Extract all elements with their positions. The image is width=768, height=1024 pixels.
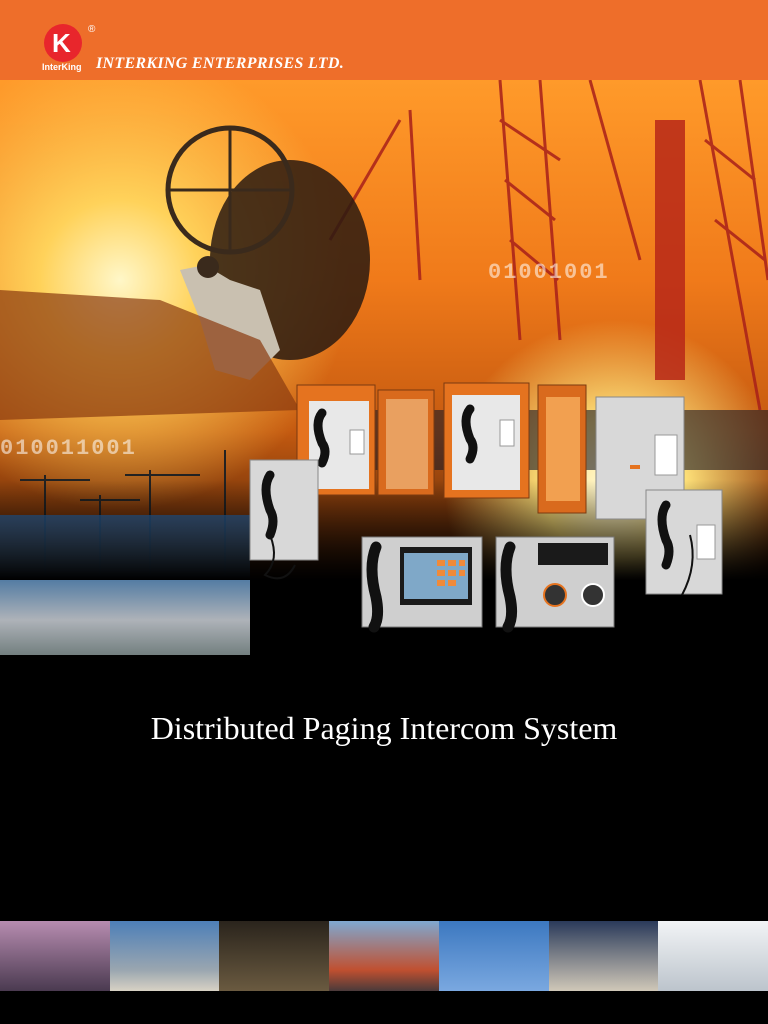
binary-overlay-2: 010011001 <box>0 436 137 461</box>
page-title: Distributed Paging Intercom System <box>150 710 618 746</box>
strip-tile-engineer-phone <box>438 921 549 991</box>
strip-tile-mine-workers <box>219 921 330 991</box>
bottom-photo-strip <box>0 921 768 991</box>
dial-console-phone <box>495 536 615 633</box>
crane-structures <box>328 80 768 411</box>
open-orange-wall-phone <box>296 384 435 496</box>
binary-overlay-1: 01001001 <box>488 260 610 285</box>
header-bar: K ® InterKing INTERKING ENTERPRISES LTD. <box>0 0 768 80</box>
strip-tile-power-plant <box>109 921 220 991</box>
gray-wall-phone-small <box>249 459 319 580</box>
logo-mark: K <box>52 28 71 58</box>
strip-tile-port-cranes <box>329 921 439 991</box>
keypad-console-phone <box>361 536 483 633</box>
logo-wordmark: InterKing <box>42 62 82 72</box>
registered-mark: ® <box>88 24 96 35</box>
company-name: INTERKING ENTERPRISES LTD. <box>96 55 345 72</box>
orange-wall-phone-with-door <box>443 382 587 514</box>
strip-tile-engineers-plans <box>548 921 659 991</box>
interking-logo: K <box>44 24 82 62</box>
product-lineup <box>249 382 723 633</box>
strip-tile-refinery <box>0 921 110 991</box>
gray-wall-phone-right <box>645 489 723 596</box>
strip-tile-desk-phone <box>658 921 768 991</box>
